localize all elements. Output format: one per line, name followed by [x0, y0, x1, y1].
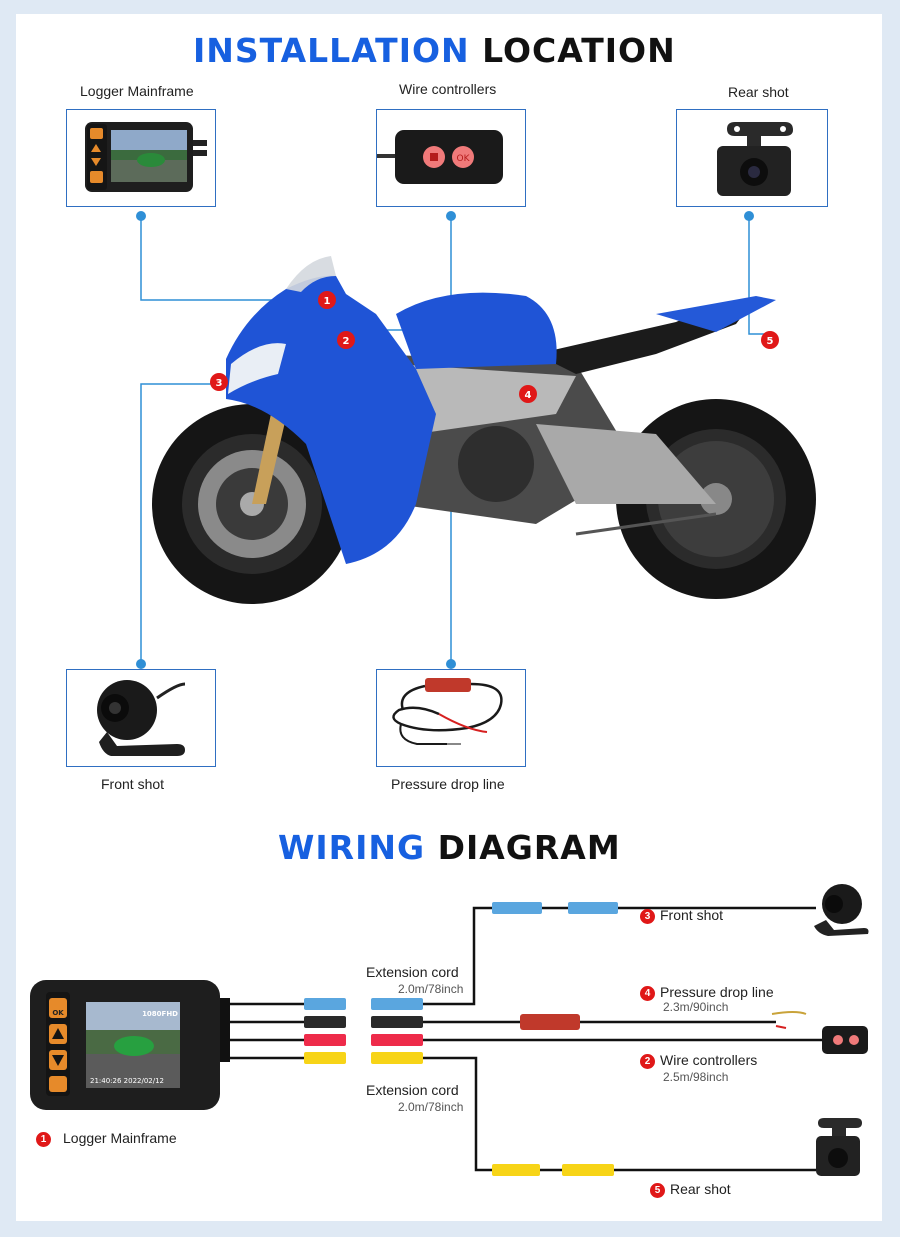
- logger-mainframe-label: Logger Mainframe: [80, 83, 194, 99]
- marker-5: 5: [767, 336, 774, 347]
- pressure-drop-wiring-label: 4 Pressure drop line: [640, 984, 774, 1001]
- rear-shot-label: Rear shot: [728, 84, 789, 100]
- callout-line-rear: [748, 216, 768, 335]
- svg-text:OK: OK: [457, 154, 471, 164]
- wire-controller-wiring-icon: [822, 1026, 868, 1054]
- wiring-diagram: OK 1080FHD 21:40:26 2022/02/12: [30, 884, 869, 1176]
- extension-cord-top-label: Extension cord: [366, 964, 459, 980]
- wire-front: [416, 906, 494, 1006]
- installation-title-part1: INSTALLATION: [193, 31, 470, 70]
- wiring-title: WIRING DIAGRAM: [278, 828, 621, 867]
- installation-title: INSTALLATION LOCATION: [193, 31, 676, 70]
- rear-shot-box: [676, 109, 828, 207]
- extension-cord-top-length: 2.0m/78inch: [398, 982, 464, 996]
- marker-3: 3: [216, 378, 223, 389]
- logger-mainframe-device: OK 1080FHD 21:40:26 2022/02/12: [30, 980, 230, 1110]
- pressure-drop-length: 2.3m/90inch: [663, 1000, 729, 1014]
- wiring-title-part2: DIAGRAM: [437, 828, 621, 867]
- logger-mainframe-box: [66, 109, 216, 207]
- wire-controllers-box: OK: [376, 109, 526, 207]
- wiring-title-part1: WIRING: [278, 828, 426, 867]
- pressure-drop-wiring-text: Pressure drop line: [660, 984, 774, 1000]
- motorcycle-illustration: [152, 256, 816, 604]
- extension-cord-bottom-label: Extension cord: [366, 1082, 459, 1098]
- logger-mainframe-wiring-text: Logger Mainframe: [63, 1130, 177, 1146]
- marker-4: 4: [525, 390, 532, 401]
- front-shot-wiring-label: 3 Front shot: [640, 907, 723, 924]
- logger-mainframe-number-badge: 1: [36, 1131, 51, 1147]
- rear-camera-icon: [717, 122, 793, 196]
- callout-line-front: [140, 383, 216, 664]
- pressure-drop-number-badge: 4: [640, 985, 655, 1001]
- screen-mode-text: 1080FHD: [142, 1010, 178, 1018]
- front-shot-label: Front shot: [101, 776, 165, 792]
- pressure-drop-line-box: [376, 669, 526, 767]
- marker-2: 2: [343, 336, 350, 347]
- front-camera-wiring-icon: [814, 884, 869, 936]
- screen-timestamp-text: 21:40:26 2022/02/12: [90, 1077, 164, 1085]
- marker-1: 1: [324, 296, 331, 307]
- rear-shot-number-badge: 5: [650, 1182, 665, 1198]
- wire-controllers-wiring-text: Wire controllers: [660, 1052, 758, 1068]
- screen-ok-text: OK: [52, 1009, 64, 1017]
- front-shot-box: [66, 669, 216, 767]
- front-shot-number-badge: 3: [640, 908, 655, 924]
- installation-title-part2: LOCATION: [482, 31, 676, 70]
- wire-controllers-length: 2.5m/98inch: [663, 1070, 729, 1084]
- rear-shot-wiring-label: 5 Rear shot: [650, 1181, 731, 1198]
- motorcycle-diagram: 1 2 3 4 5: [136, 211, 816, 669]
- pressure-drop-line-icon: [392, 678, 503, 745]
- wire-controllers-number-badge: 2: [640, 1053, 655, 1069]
- front-shot-wiring-text: Front shot: [660, 907, 724, 923]
- extension-cord-bottom-length: 2.0m/78inch: [398, 1100, 464, 1114]
- wire-controllers-wiring-label: 2 Wire controllers: [640, 1052, 757, 1069]
- wire-rear: [416, 1056, 494, 1172]
- rear-camera-wiring-icon: [816, 1118, 862, 1176]
- front-camera-icon: [97, 680, 186, 756]
- logger-connectors: [304, 998, 423, 1064]
- pressure-drop-line-label: Pressure drop line: [391, 776, 505, 792]
- logger-mainframe-wiring-label: 1 Logger Mainframe: [36, 1130, 177, 1147]
- wire-controller-icon: OK: [377, 130, 503, 184]
- rear-shot-wiring-text: Rear shot: [670, 1181, 731, 1197]
- wire-controllers-label: Wire controllers: [399, 81, 497, 97]
- logger-mainframe-icon: [85, 122, 207, 192]
- infographic-page: INSTALLATION LOCATION Logger Mainframe W…: [16, 14, 882, 1221]
